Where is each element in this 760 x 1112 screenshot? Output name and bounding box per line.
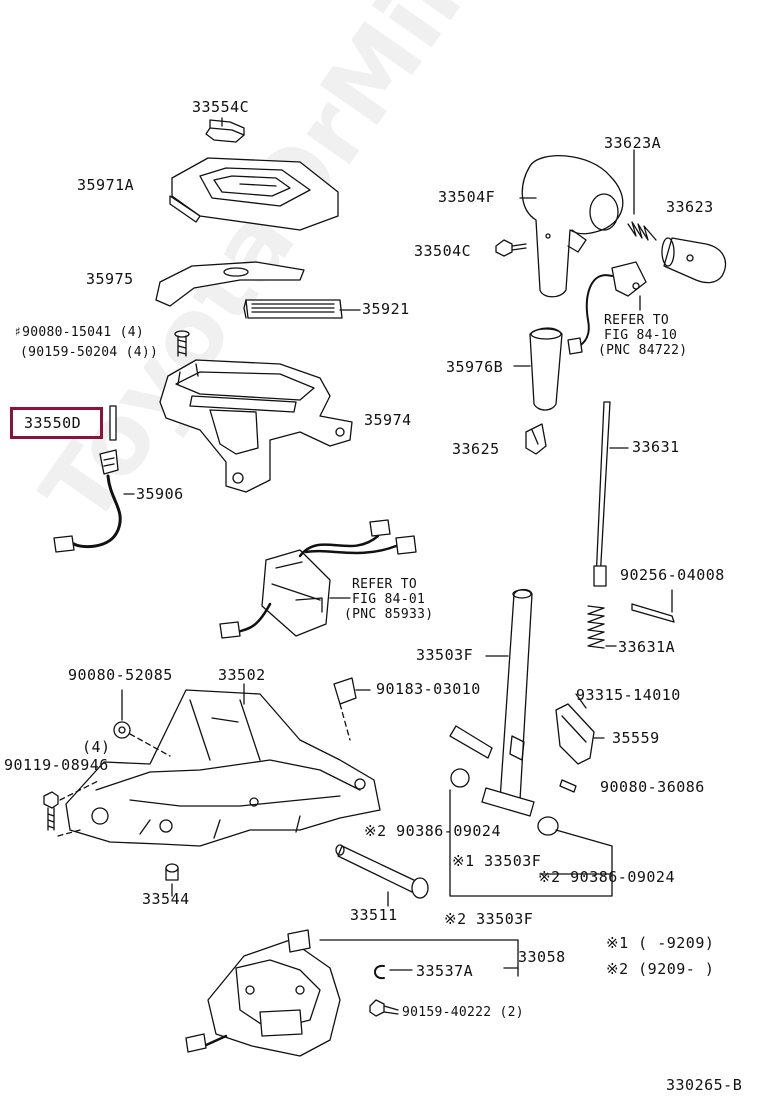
knob-switch-drawing xyxy=(567,261,647,355)
label-33511[interactable]: 33511 xyxy=(350,906,398,924)
bolt-90080-drawing xyxy=(174,330,190,357)
label-90183-03010[interactable]: 90183-03010 xyxy=(376,680,481,698)
label-35975[interactable]: 35975 xyxy=(86,270,134,288)
label-bolt-90080-15041[interactable]: ♯90080-15041 (4) xyxy=(14,325,145,340)
label-33550d[interactable]: 33550D xyxy=(24,414,82,432)
part-33544-drawing xyxy=(165,863,179,897)
part-90080-36086-drawing xyxy=(559,779,577,793)
label-33623a[interactable]: 33623A xyxy=(604,134,662,152)
part-33623a-drawing xyxy=(627,149,657,241)
note-type1-range: ※1 ( -9209) xyxy=(606,934,715,952)
label-33544[interactable]: 33544 xyxy=(142,890,190,908)
label-33504c[interactable]: 33504C xyxy=(414,242,472,260)
refer-84-10-line2[interactable]: FIG 84-10 xyxy=(604,328,678,343)
label-33623[interactable]: 33623 xyxy=(666,198,714,216)
label-33058[interactable]: 33058 xyxy=(518,948,566,966)
note-type2-range: ※2 (9209- ) xyxy=(606,960,715,978)
label-90386-09024-b[interactable]: ※2 90386-09024 xyxy=(538,868,675,886)
label-90080-36086[interactable]: 90080-36086 xyxy=(600,778,705,796)
label-33625[interactable]: 33625 xyxy=(452,440,500,458)
part-33623-drawing xyxy=(661,237,727,284)
part-33537a-drawing xyxy=(374,964,413,980)
part-33631-drawing xyxy=(593,401,629,587)
label-qty-4: (4) xyxy=(82,738,111,756)
part-33550d-drawing xyxy=(109,405,117,441)
refer-84-01-line1[interactable]: REFER TO xyxy=(352,577,418,592)
part-35906-drawing xyxy=(53,449,135,553)
label-93315-14010[interactable]: 93315-14010 xyxy=(576,686,681,704)
refer-84-01-line3[interactable]: (PNC 85933) xyxy=(344,607,434,622)
label-90386-09024-a[interactable]: ※2 90386-09024 xyxy=(364,822,501,840)
label-33503f-type1[interactable]: ※1 33503F xyxy=(452,852,542,870)
highlight-33550d xyxy=(10,407,103,439)
label-33503f-type2[interactable]: ※2 33503F xyxy=(444,910,534,928)
clip-90183-drawing xyxy=(333,677,371,741)
label-90080-52085[interactable]: 90080-52085 xyxy=(68,666,173,684)
bushing-90386-drawing xyxy=(450,768,559,836)
part-35971a-drawing xyxy=(169,157,339,231)
label-33503f[interactable]: 33503F xyxy=(416,646,474,664)
label-35976b[interactable]: 35976B xyxy=(446,358,504,376)
part-33554c-drawing xyxy=(205,117,245,143)
label-90119-08946[interactable]: 90119-08946 xyxy=(4,756,109,774)
label-35559[interactable]: 35559 xyxy=(612,729,660,747)
label-90159-40222[interactable]: 90159-40222 (2) xyxy=(402,1005,524,1020)
label-33631[interactable]: 33631 xyxy=(632,438,680,456)
harness-switch-drawing xyxy=(219,519,417,639)
part-35559-drawing xyxy=(555,693,605,765)
label-35971a[interactable]: 35971A xyxy=(77,176,135,194)
diagram-id: 330265-B xyxy=(666,1076,743,1094)
label-33537a[interactable]: 33537A xyxy=(416,962,474,980)
part-33504c-drawing xyxy=(495,239,527,257)
label-33504f[interactable]: 33504F xyxy=(438,188,496,206)
label-35974[interactable]: 35974 xyxy=(364,411,412,429)
label-35906[interactable]: 35906 xyxy=(136,485,184,503)
label-90256-04008[interactable]: 90256-04008 xyxy=(620,566,725,584)
label-33502[interactable]: 33502 xyxy=(218,666,266,684)
refer-84-10-line3[interactable]: (PNC 84722) xyxy=(598,343,688,358)
callout-bracket-lines xyxy=(319,789,613,977)
label-35921[interactable]: 35921 xyxy=(362,300,410,318)
washer-90080-52085-drawing xyxy=(113,689,171,757)
part-33503f-drawing xyxy=(449,588,535,817)
label-33631a[interactable]: 33631A xyxy=(618,638,676,656)
part-90256-drawing xyxy=(631,589,675,623)
part-90159-40222-drawing xyxy=(369,999,399,1017)
part-33625-drawing xyxy=(525,423,547,455)
refer-84-01-line2[interactable]: FIG 84-01 xyxy=(352,592,426,607)
part-35975-drawing xyxy=(155,261,305,307)
part-33058-drawing xyxy=(185,929,341,1057)
part-35976b-drawing xyxy=(513,327,563,411)
label-bolt-90159-50204[interactable]: (90159-50204 (4)) xyxy=(20,345,159,360)
part-33631a-drawing xyxy=(587,605,617,649)
bolt-90119-drawing xyxy=(43,779,101,837)
part-33504f-drawing xyxy=(519,155,624,298)
part-35974-drawing xyxy=(159,359,353,493)
refer-84-10-line1[interactable]: REFER TO xyxy=(604,313,670,328)
part-35921-drawing xyxy=(243,299,361,319)
part-33511-drawing xyxy=(335,844,429,907)
label-33554c[interactable]: 33554C xyxy=(192,98,250,116)
part-33502-drawing xyxy=(65,683,381,847)
